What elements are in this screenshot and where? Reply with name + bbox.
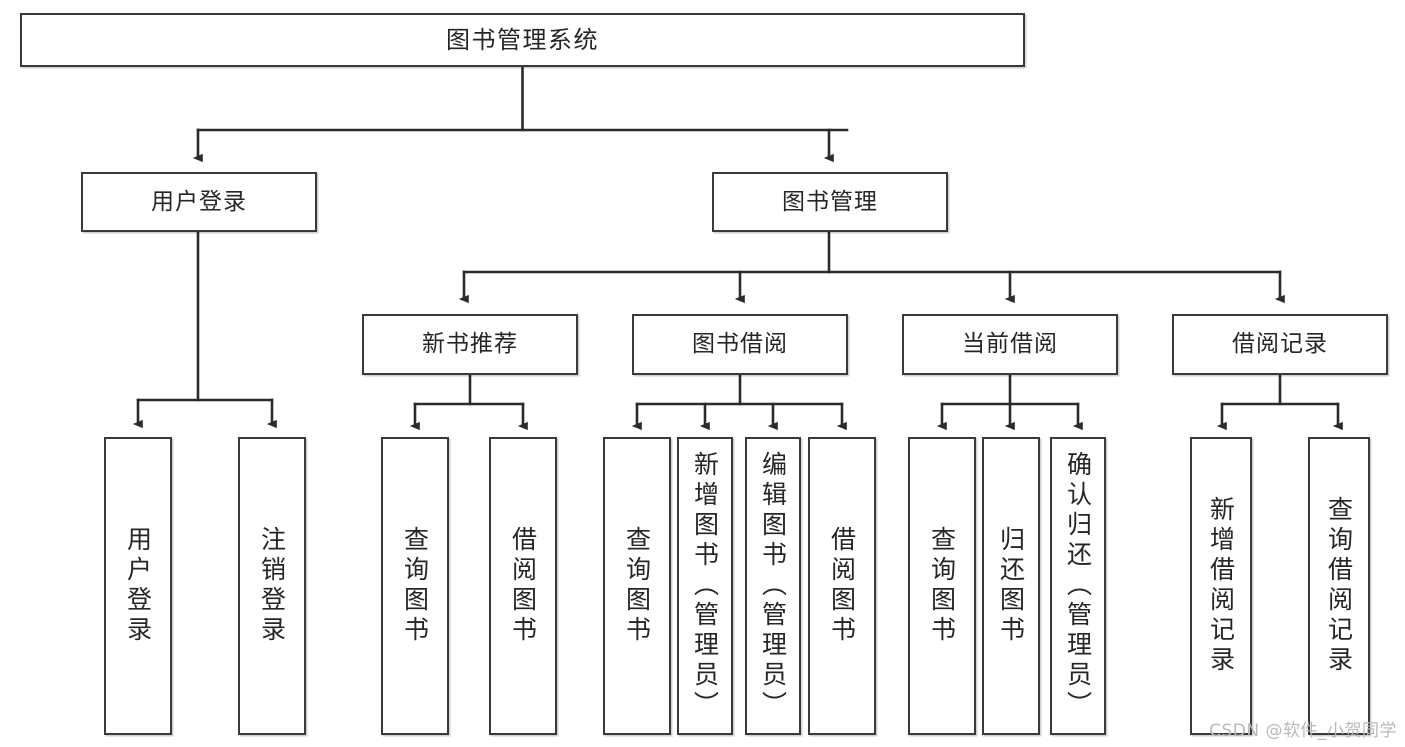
node-label: 查询图书 xyxy=(927,526,957,646)
leaf-book-borrow-add-book-admin[interactable]: 新增图书（管理员） xyxy=(677,437,733,735)
node-current-borrow[interactable]: 当前借阅 xyxy=(902,314,1118,375)
leaf-new-book-borrow-book[interactable]: 借阅图书 xyxy=(489,437,557,735)
node-label: 当前借阅 xyxy=(962,331,1058,358)
node-label: 确认归还（管理员） xyxy=(1063,451,1093,721)
node-borrow-record[interactable]: 借阅记录 xyxy=(1172,314,1388,375)
node-label: 借阅图书 xyxy=(508,526,538,646)
node-label: 图书管理 xyxy=(782,188,878,215)
node-label: 查询图书 xyxy=(622,526,652,646)
leaf-current-borrow-query-book[interactable]: 查询图书 xyxy=(908,437,976,735)
node-new-book-recommend[interactable]: 新书推荐 xyxy=(362,314,578,375)
node-label: 新增借阅记录 xyxy=(1206,496,1236,676)
node-label: 归还图书 xyxy=(996,526,1026,646)
node-label: 借阅记录 xyxy=(1232,331,1328,358)
node-label: 用户登录 xyxy=(123,526,153,646)
leaf-new-book-query-book[interactable]: 查询图书 xyxy=(381,437,449,735)
node-label: 编辑图书（管理员） xyxy=(758,451,788,721)
node-user-login[interactable]: 用户登录 xyxy=(81,172,317,232)
node-label: 新书推荐 xyxy=(422,331,518,358)
leaf-current-borrow-return-book[interactable]: 归还图书 xyxy=(982,437,1040,735)
node-label: 查询图书 xyxy=(400,526,430,646)
leaf-book-borrow-borrow-book[interactable]: 借阅图书 xyxy=(808,437,876,735)
node-root-book-management-system[interactable]: 图书管理系统 xyxy=(20,13,1025,67)
node-label: 借阅图书 xyxy=(827,526,857,646)
node-label: 新增图书（管理员） xyxy=(690,451,720,721)
leaf-user-login-logout[interactable]: 注销登录 xyxy=(238,437,306,735)
node-book-management[interactable]: 图书管理 xyxy=(712,172,948,232)
leaf-current-borrow-confirm-return-admin[interactable]: 确认归还（管理员） xyxy=(1050,437,1106,735)
leaf-book-borrow-edit-book-admin[interactable]: 编辑图书（管理员） xyxy=(745,437,801,735)
leaf-user-login-login[interactable]: 用户登录 xyxy=(104,437,172,735)
node-label: 查询借阅记录 xyxy=(1324,496,1354,676)
leaf-book-borrow-query-book[interactable]: 查询图书 xyxy=(603,437,671,735)
node-label: 图书借阅 xyxy=(692,331,788,358)
node-label: 注销登录 xyxy=(257,526,287,646)
node-book-borrow[interactable]: 图书借阅 xyxy=(632,314,848,375)
leaf-borrow-record-add-record[interactable]: 新增借阅记录 xyxy=(1190,437,1252,735)
node-label: 用户登录 xyxy=(151,188,247,215)
node-label: 图书管理系统 xyxy=(446,26,599,54)
watermark-text: CSDN @软件_小贺同学 xyxy=(1209,721,1397,741)
leaf-borrow-record-query-record[interactable]: 查询借阅记录 xyxy=(1308,437,1370,735)
